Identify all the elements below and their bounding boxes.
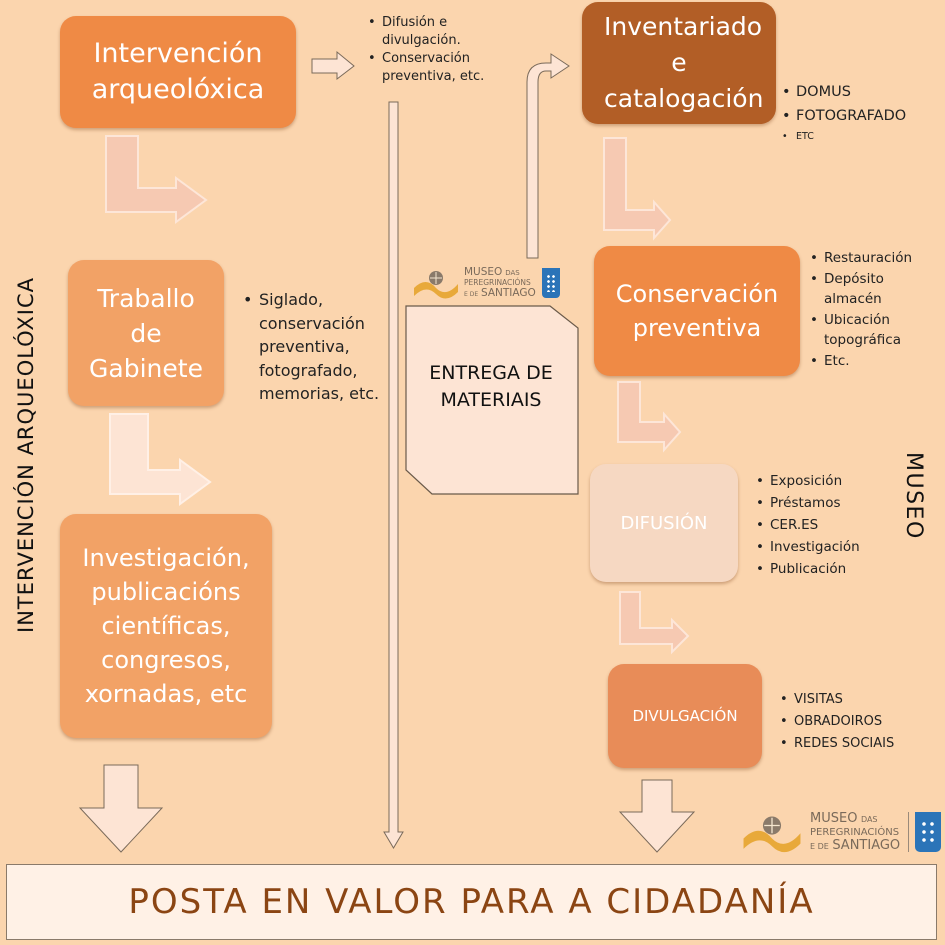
box-intervencion-label: Intervención arqueolóxica	[91, 38, 265, 105]
box-traballo-gabinete: Traballo de Gabinete	[68, 260, 224, 406]
logo-ede: E DE	[810, 841, 829, 851]
bullet: Etc.	[810, 351, 935, 372]
logo-museo: MUSEO	[464, 265, 503, 278]
logo-museo: MUSEO	[810, 810, 858, 826]
bullet: Difusión e divulgación.	[368, 14, 498, 50]
scallop-logo-icon	[414, 271, 458, 299]
right-arrow-small	[311, 50, 355, 81]
footer-text: POSTA EN VALOR PARA A CIDADANÍA	[128, 882, 815, 922]
box-difusion: DIFUSIÓN	[590, 464, 738, 582]
gabinete-bullets: Siglado, conservación preventiva, fotogr…	[243, 288, 383, 406]
bent-arrow-2	[109, 413, 212, 506]
conservacion-bullets: Restauración Depósito almacén Ubicación …	[810, 248, 935, 371]
down-arrow-left	[78, 764, 164, 853]
intervencion-bullets: Difusión e divulgación. Conservación pre…	[368, 14, 498, 86]
bullet: OBRADOIROS	[780, 711, 920, 733]
box-conservacion: Conservación preventiva	[594, 246, 800, 376]
bullet: CER.ES	[756, 514, 886, 536]
scallop-logo-icon	[743, 816, 801, 853]
box-intervencion: Intervención arqueolóxica	[60, 16, 296, 128]
left-vertical-label: INTERVENCIÓN ARQUEOLÓXICA	[14, 277, 38, 633]
box-divulgacion: DIVULGACIÓN	[608, 664, 762, 768]
xunta-shield-icon	[541, 268, 560, 298]
delivery-shape	[405, 305, 579, 495]
bullet: FOTOGRAFADO	[782, 104, 932, 128]
bullet: Publicación	[756, 558, 886, 580]
inventariado-bullets: DOMUS FOTOGRAFADO ETC	[782, 80, 932, 146]
right-vertical-label: MUSEO	[901, 452, 926, 540]
box-traballo-label: Traballo de Gabinete	[89, 283, 203, 383]
bullet: Investigación	[756, 536, 886, 558]
logo-santiago: SANTIAGO	[480, 286, 536, 299]
bullet: Exposición	[756, 470, 886, 492]
logo-das: DAS	[505, 268, 520, 277]
bullet: Ubicación topográfica	[810, 310, 935, 351]
museum-logo-bottom: MUSEO DAS PEREGRINACIÓNS E DE SANTIAGO	[740, 810, 942, 854]
bullet: Siglado, conservación preventiva, fotogr…	[243, 288, 383, 406]
logo-peregrinacions: PEREGRINACIÓNS	[810, 826, 900, 838]
bullet: ETC	[782, 128, 932, 146]
bullet: VISITAS	[780, 689, 920, 711]
logo-ede: E DE	[464, 290, 479, 298]
box-inventariado: Inventariado e catalogación	[582, 2, 776, 124]
logo-peregrinacions: PEREGRINACIÓNS	[464, 277, 531, 287]
bullet: DOMUS	[782, 80, 932, 104]
box-investigacion: Investigación, publicacións científicas,…	[60, 514, 272, 738]
footer-banner: POSTA EN VALOR PARA A CIDADANÍA	[6, 864, 937, 940]
delivery-label: ENTREGA DE MATERIAIS	[429, 362, 553, 411]
bent-arrow-1	[105, 135, 208, 224]
divider	[908, 812, 910, 852]
xunta-shield-icon	[915, 812, 942, 852]
museum-logo-center: MUSEO DAS PEREGRINACIÓNS E DE SANTIAGO	[412, 266, 560, 300]
bent-arrow-4	[617, 381, 682, 453]
down-arrow-right	[618, 779, 696, 853]
logo-santiago: SANTIAGO	[832, 837, 901, 853]
difusion-bullets: Exposición Préstamos CER.ES Investigació…	[756, 470, 886, 580]
box-divulgacion-label: DIVULGACIÓN	[632, 707, 738, 725]
logo-das: DAS	[860, 814, 878, 824]
bullet: Restauración	[810, 248, 935, 269]
bullet: Depósito almacén	[810, 269, 935, 310]
bent-arrow-5	[619, 591, 690, 655]
divulgacion-bullets: VISITAS OBRADOIROS REDES SOCIAIS	[780, 689, 920, 755]
bullet: Préstamos	[756, 492, 886, 514]
box-conservacion-label: Conservación preventiva	[615, 280, 779, 342]
vertical-long-arrow	[383, 101, 404, 849]
box-inventariado-label: Inventariado e catalogación	[604, 12, 764, 113]
bent-arrow-3	[603, 137, 672, 241]
bullet: REDES SOCIAIS	[780, 733, 920, 755]
box-investigacion-label: Investigación, publicacións científicas,…	[82, 544, 250, 708]
box-difusion-label: DIFUSIÓN	[620, 512, 708, 534]
up-bent-arrow-shape	[526, 53, 570, 259]
bullet: Conservación preventiva, etc.	[368, 50, 498, 86]
